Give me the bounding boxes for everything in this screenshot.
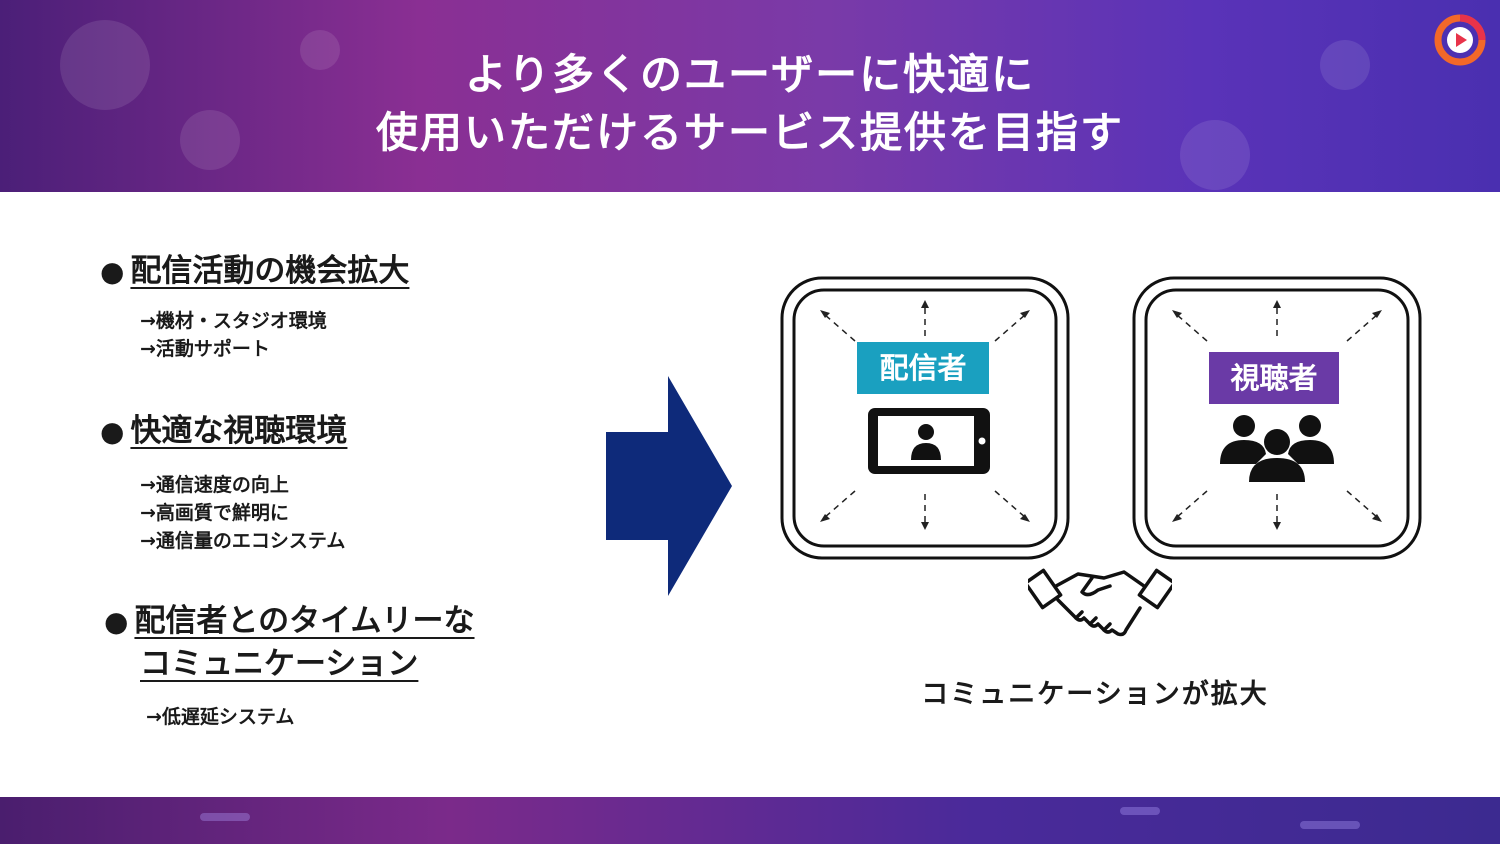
list-item: →機材・スタジオ環境 bbox=[140, 310, 327, 332]
heading-text: 快適な視聴環境 bbox=[130, 413, 348, 449]
viewer-panel bbox=[1132, 276, 1422, 560]
heading-text: 配信者とのタイムリーな bbox=[134, 603, 475, 639]
sub-list: →低遅延システム bbox=[146, 703, 475, 731]
list-item: →高画質で鮮明に bbox=[140, 502, 289, 524]
header-banner: より多くのユーザーに快適に 使用いただけるサービス提供を目指す bbox=[0, 0, 1500, 192]
sub-list: →通信速度の向上 →高画質で鮮明に →通信量のエコシステム bbox=[140, 471, 347, 555]
viewer-label: 視聴者 bbox=[1209, 352, 1339, 404]
title-line-1: より多くのユーザーに快適に bbox=[464, 50, 1036, 99]
heading-text: 配信活動の機会拡大 bbox=[130, 253, 410, 289]
bullet-icon: ● bbox=[104, 605, 129, 638]
tablet-person-icon bbox=[868, 408, 990, 474]
footer-light bbox=[200, 813, 250, 821]
handshake-icon bbox=[1028, 568, 1172, 637]
section-heading: ●配信者とのタイムリーな bbox=[104, 600, 475, 643]
right-arrow-icon bbox=[606, 376, 732, 596]
section-heading: ●配信活動の機会拡大 bbox=[100, 250, 409, 293]
bokeh-light bbox=[1320, 40, 1370, 90]
list-item: →通信量のエコシステム bbox=[140, 530, 346, 552]
streamer-panel bbox=[780, 276, 1070, 560]
footer-light bbox=[1300, 821, 1360, 829]
bullet-icon: ● bbox=[100, 415, 125, 448]
section-communication: ●配信者とのタイムリーな コミュニケーション →低遅延システム bbox=[104, 600, 475, 731]
bokeh-light bbox=[60, 20, 150, 110]
footer-light bbox=[1120, 807, 1160, 815]
page-title: より多くのユーザーに快適に 使用いただけるサービス提供を目指す bbox=[0, 46, 1500, 162]
bullet-icon: ● bbox=[100, 255, 125, 288]
sub-list: →機材・スタジオ環境 →活動サポート bbox=[140, 307, 409, 363]
section-opportunity: ●配信活動の機会拡大 →機材・スタジオ環境 →活動サポート bbox=[100, 250, 409, 363]
streamer-label: 配信者 bbox=[857, 342, 989, 394]
list-item: →低遅延システム bbox=[146, 706, 295, 728]
list-item: →通信速度の向上 bbox=[140, 474, 289, 496]
communication-caption: コミュニケーションが拡大 bbox=[921, 679, 1269, 710]
heading-text: コミュニケーション bbox=[140, 646, 419, 682]
play-circle-icon bbox=[1434, 14, 1486, 66]
bokeh-light bbox=[1180, 120, 1250, 190]
footer-banner bbox=[0, 797, 1500, 844]
title-line-2: 使用いただけるサービス提供を目指す bbox=[375, 108, 1124, 157]
bokeh-light bbox=[300, 30, 340, 70]
section-viewing: ●快適な視聴環境 →通信速度の向上 →高画質で鮮明に →通信量のエコシステム bbox=[100, 410, 347, 555]
section-heading: ●快適な視聴環境 bbox=[100, 410, 347, 453]
bokeh-light bbox=[180, 110, 240, 170]
group-people-icon bbox=[1220, 415, 1334, 482]
list-item: →活動サポート bbox=[140, 338, 270, 360]
section-heading-line2: コミュニケーション bbox=[140, 643, 475, 685]
